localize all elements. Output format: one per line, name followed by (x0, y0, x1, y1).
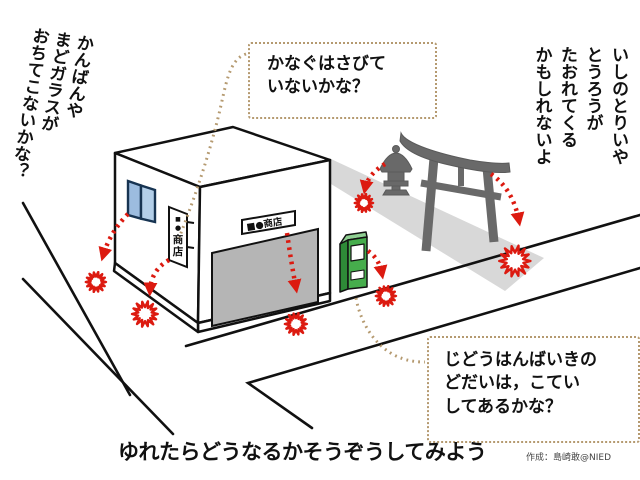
torii-tie-beam (420, 179, 502, 201)
leader-kanagu-to-sign (177, 52, 247, 239)
credit-line: 作成：島崎敢@NIED (526, 453, 612, 463)
front-sign-text: ■●商店 (246, 215, 284, 233)
road-edge-right-far (184, 213, 640, 348)
vending-display-window (350, 243, 365, 262)
window-pane-right (139, 183, 157, 224)
starburst-vending (375, 285, 397, 307)
bubble-metal-fittings: かなぐはさびて いないかな？ (248, 42, 437, 119)
torii-top-lintel (399, 131, 511, 173)
vending-machine (339, 231, 368, 293)
lantern-firebox (387, 171, 405, 182)
side-sign-logo-square: ■ (175, 216, 181, 223)
falling-arrows (98, 162, 525, 297)
bubble-vending-machine: じどうはんばいきの どだいは，こてい してあるかな？ (427, 336, 640, 443)
starburst-window (85, 271, 107, 293)
torii-gate (399, 131, 511, 252)
window-pane-left (126, 179, 143, 221)
falling-arrow-window (98, 212, 130, 262)
falling-arrow-lantern (359, 162, 387, 195)
road-edge-left-far (21, 201, 132, 397)
lantern-cap (379, 152, 413, 173)
note-torii-lantern: いしのとりいや とうろうが たおれてくる かもしれないよ (531, 46, 629, 165)
building-base-left (112, 261, 200, 334)
side-sign-char-1: 商 (173, 233, 184, 246)
lantern-top-knob (392, 145, 400, 153)
road-lines (21, 201, 640, 436)
torii-center-strut (458, 166, 464, 186)
lantern-stem (391, 185, 401, 191)
road-edge-left-near (21, 277, 175, 436)
falling-arrow-torii (489, 172, 525, 227)
road-edge-right-near (245, 266, 640, 430)
stone-lantern (379, 145, 413, 196)
torii-pillar-right (482, 167, 499, 243)
shop-shutter (211, 227, 319, 328)
bubble-leader-lines (177, 52, 426, 364)
falling-arrow-front-sign (284, 232, 302, 294)
torii-pillar-left (421, 157, 439, 252)
front-sign: ■●商店 (241, 209, 296, 236)
starburst-lantern (354, 193, 374, 213)
vending-dispenser-slot (350, 269, 365, 281)
vending-left-side (339, 239, 349, 293)
lantern-shelf (383, 180, 409, 187)
lantern-base (382, 189, 410, 196)
leader-burst-to-jihanki (354, 297, 426, 364)
side-sign-char-2: 店 (172, 245, 184, 258)
falling-arrow-vending (366, 249, 388, 280)
poster-title: ゆれたらどうなるかそうぞうしてみよう (118, 440, 487, 464)
side-sign-logo-dot: ● (175, 224, 181, 232)
shop-window (126, 179, 157, 224)
starburst-side-sign (131, 301, 159, 327)
